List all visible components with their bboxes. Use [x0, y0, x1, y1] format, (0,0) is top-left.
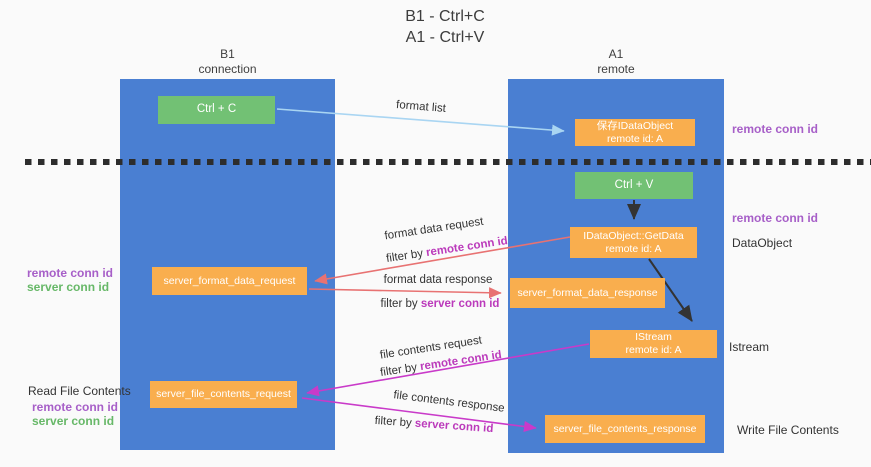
- label-format-data-response: format data response: [383, 274, 493, 286]
- lane-b1-type: connection: [198, 62, 257, 76]
- node-server-file-contents-request-label: server_file_contents_request: [156, 388, 291, 401]
- lane-header-a1: A1 remote: [508, 47, 724, 77]
- annotation-format-server-conn-id: server conn id: [27, 280, 110, 294]
- node-save-dataobject: 保存IDataObject remote id: A: [575, 119, 695, 146]
- annotation-remote-conn-id-mid: remote conn id: [732, 211, 819, 225]
- node-ctrl-v-label: Ctrl + V: [614, 178, 654, 191]
- node-server-format-data-response-label: server_format_data_response: [517, 286, 658, 299]
- node-server-file-contents-response: server_file_contents_response: [545, 415, 705, 443]
- node-server-format-data-request: server_format_data_request: [152, 267, 307, 295]
- filter-key-server-conn-id: server conn id: [420, 298, 500, 310]
- annotation-dataobject: DataObject: [732, 236, 793, 250]
- lane-b1-name: B1: [220, 47, 235, 61]
- label-file-contents-response: file contents response: [392, 389, 506, 415]
- annotation-remote-conn-id-top: remote conn id: [732, 122, 819, 136]
- label-format-list: format list: [395, 99, 447, 115]
- node-istream-line1: IStream: [635, 331, 672, 344]
- arrow-format-data-response: [308, 287, 502, 299]
- node-getdata: IDataObject::GetData remote id: A: [570, 227, 697, 258]
- annotation-file-remote-conn-id: remote conn id: [32, 400, 119, 414]
- node-istream: IStream remote id: A: [590, 330, 717, 358]
- node-getdata-line2: remote id: A: [605, 242, 662, 255]
- node-ctrl-c-label: Ctrl + C: [196, 103, 237, 116]
- lane-a1-type: remote: [597, 62, 635, 76]
- diagram-title: B1 - Ctrl+C A1 - Ctrl+V: [0, 7, 871, 49]
- label-filter-format-response: filter by server conn id: [381, 298, 500, 310]
- node-ctrl-v: Ctrl + V: [575, 172, 693, 199]
- filter-prefix: filter by: [379, 361, 418, 380]
- label-format-data-request: format data request: [383, 215, 485, 243]
- node-save-dataobject-line1: 保存IDataObject: [596, 119, 674, 132]
- filter-prefix: filter by: [380, 298, 418, 310]
- annotation-read-file-contents: Read File Contents: [28, 384, 131, 398]
- annotation-istream: Istream: [729, 340, 770, 354]
- node-server-file-contents-request: server_file_contents_request: [150, 381, 297, 408]
- node-server-file-contents-response-label: server_file_contents_response: [553, 422, 697, 435]
- node-istream-line2: remote id: A: [625, 344, 682, 356]
- filter-prefix: filter by: [374, 414, 413, 430]
- lane-a1-name: A1: [608, 47, 624, 61]
- node-ctrl-c: Ctrl + C: [158, 96, 275, 124]
- copy-paste-separator: [25, 159, 871, 165]
- lane-header-b1: B1 connection: [120, 47, 335, 77]
- diagram-title-line1: B1 - Ctrl+C: [405, 8, 485, 25]
- annotation-write-file-contents: Write File Contents: [737, 423, 839, 437]
- filter-key-server-conn-id: server conn id: [414, 417, 494, 436]
- annotation-format-remote-conn-id: remote conn id: [27, 266, 114, 280]
- filter-key-remote-conn-id: remote conn id: [425, 234, 509, 260]
- node-save-dataobject-line2: remote id: A: [606, 132, 664, 145]
- node-server-format-data-response: server_format_data_response: [510, 278, 665, 308]
- label-filter-file-response: filter by server conn id: [374, 415, 493, 435]
- node-getdata-line1: IDataObject::GetData: [583, 229, 684, 242]
- diagram-title-line2: A1 - Ctrl+V: [405, 28, 485, 46]
- filter-prefix: filter by: [385, 247, 424, 266]
- annotation-file-server-conn-id: server conn id: [32, 414, 115, 428]
- node-server-format-data-request-label: server_format_data_request: [163, 274, 296, 287]
